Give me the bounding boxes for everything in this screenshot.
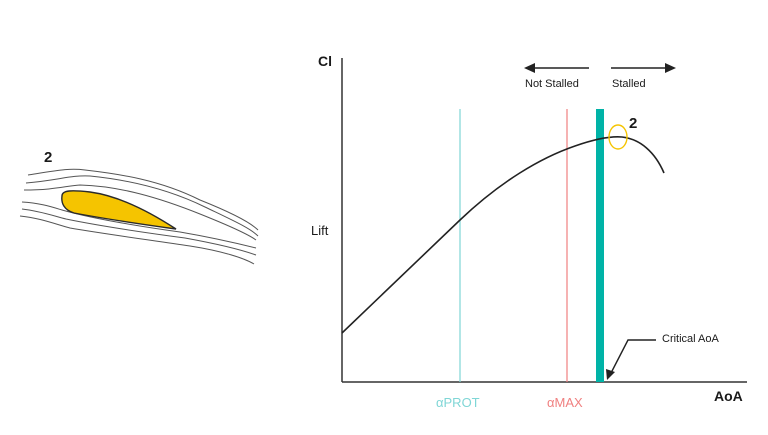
- stalled-arrow: [611, 63, 676, 73]
- alpha-max-label: αMAX: [547, 395, 583, 410]
- airfoil-label: 2: [44, 149, 53, 166]
- lift-curve: [341, 136, 665, 334]
- y-axis-label: Cl: [318, 53, 332, 69]
- alpha-prot-label: αPROT: [436, 395, 480, 410]
- critical-aoa-label: Critical AoA: [662, 333, 719, 345]
- streamlines: [19, 168, 259, 265]
- lift-label: Lift: [311, 223, 329, 238]
- x-axis-label: AoA: [714, 388, 743, 404]
- critical-aoa-bar: [596, 109, 604, 382]
- critical-aoa-pointer: [606, 339, 656, 380]
- stall-marker-ellipse: [608, 124, 628, 150]
- airfoil-shape: [61, 190, 177, 230]
- not-stalled-label: Not Stalled: [525, 78, 579, 90]
- stall-marker-label: 2: [629, 115, 638, 132]
- not-stalled-arrow: [524, 63, 589, 73]
- stalled-label: Stalled: [612, 78, 646, 90]
